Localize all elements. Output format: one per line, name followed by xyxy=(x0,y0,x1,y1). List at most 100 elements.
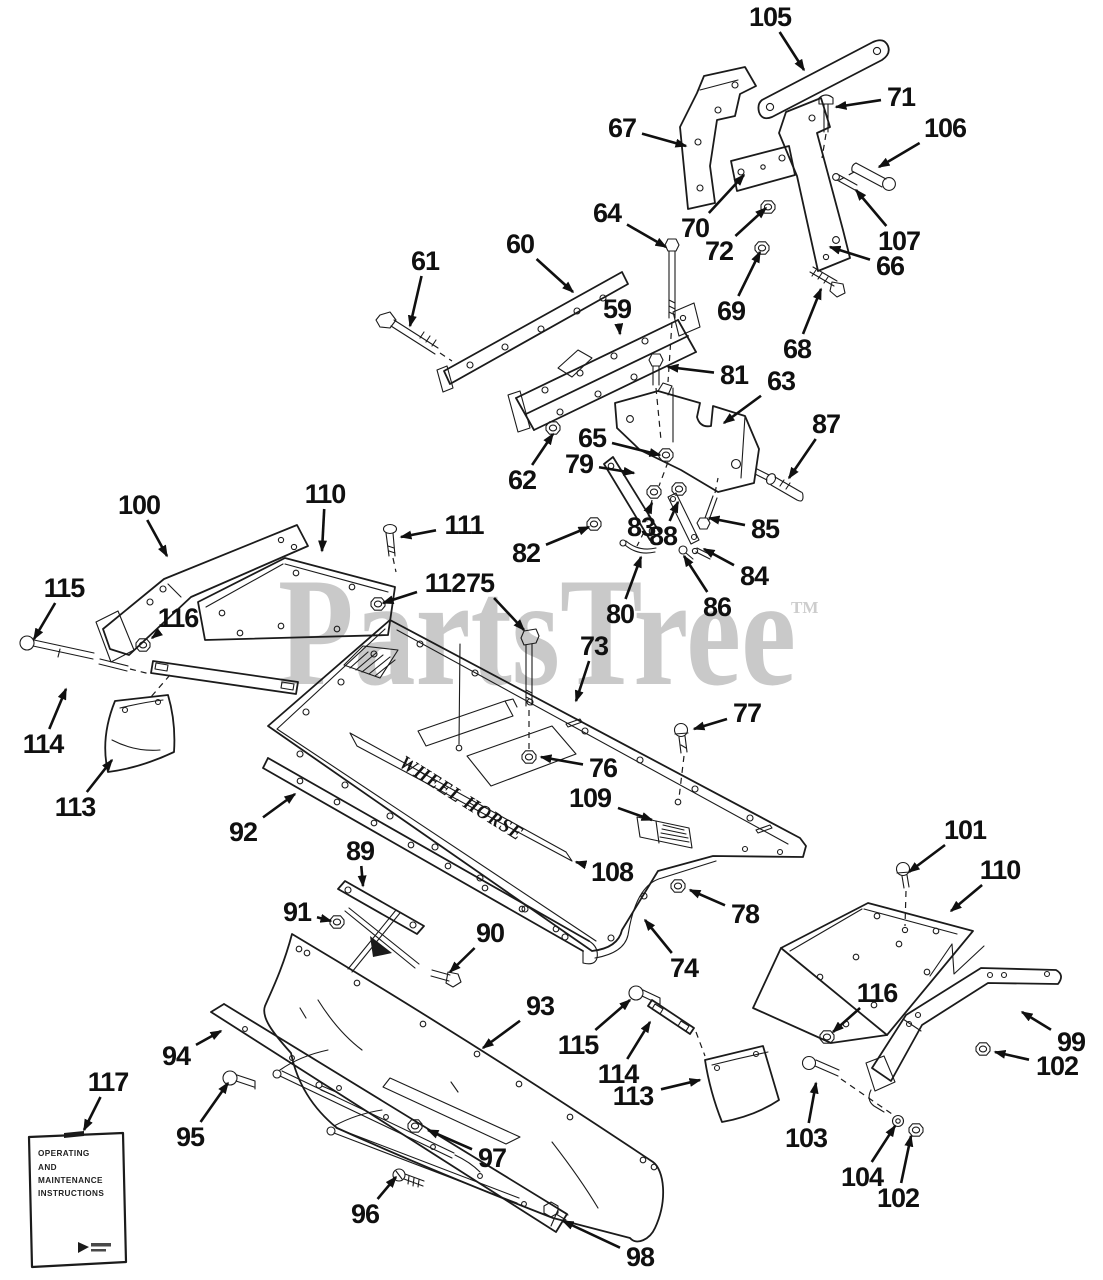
callout-115: 115 xyxy=(558,1030,600,1060)
callout-arrow-65 xyxy=(611,441,662,457)
callout-117: 117 xyxy=(88,1067,129,1097)
callout-99: 99 xyxy=(1057,1027,1086,1057)
part-70-plate xyxy=(730,145,796,192)
callout-arrow-115 xyxy=(594,999,632,1031)
callout-66: 66 xyxy=(876,251,905,281)
callout-arrow-71 xyxy=(834,98,882,110)
booklet-line-2: AND xyxy=(38,1163,57,1172)
part-73-deck xyxy=(267,619,807,959)
callout-79: 79 xyxy=(565,449,594,479)
callout-arrow-108 xyxy=(574,860,588,870)
callout-85: 85 xyxy=(751,514,780,544)
callout-114: 114 xyxy=(598,1059,640,1089)
callout-88: 88 xyxy=(649,521,678,551)
booklet-line-3: MAINTENANCE xyxy=(38,1176,103,1185)
watermark: PartsTree TM xyxy=(278,546,818,718)
callout-73: 73 xyxy=(580,631,609,661)
callout-77: 77 xyxy=(733,698,761,728)
callout-80: 80 xyxy=(606,599,634,629)
callout-63: 63 xyxy=(767,366,796,396)
part-83-nut xyxy=(646,485,662,499)
callout-arrow-91 xyxy=(316,913,333,923)
callout-84: 84 xyxy=(740,561,769,591)
callout-arrow-107 xyxy=(855,188,888,227)
callout-91: 91 xyxy=(283,897,312,927)
callout-75: 75 xyxy=(466,568,495,598)
part-114-link-bottom xyxy=(647,999,706,1057)
callout-arrow-101 xyxy=(907,843,946,874)
part-110-plate-right xyxy=(752,902,985,1044)
callout-arrow-115 xyxy=(32,602,57,641)
callout-arrow-110 xyxy=(318,508,328,553)
part-78-nut xyxy=(670,879,686,893)
callout-arrow-88 xyxy=(668,500,680,522)
callout-arrow-81 xyxy=(666,363,715,374)
callout-arrow-105 xyxy=(778,31,806,72)
callout-arrow-84 xyxy=(702,547,735,567)
part-76-nut xyxy=(521,750,537,764)
callout-arrow-75 xyxy=(493,597,526,632)
callout-arrow-93 xyxy=(481,1019,521,1050)
callout-arrow-100 xyxy=(146,519,169,558)
callout-86: 86 xyxy=(703,592,732,622)
booklet-logo-icon xyxy=(78,1242,89,1253)
callout-arrow-113 xyxy=(660,1078,702,1091)
part-98-bolt xyxy=(543,1201,569,1221)
callout-arrow-102 xyxy=(993,1049,1030,1061)
part-97-rods xyxy=(272,1049,521,1204)
callout-arrow-92 xyxy=(262,792,297,819)
part-100-bracket xyxy=(95,524,309,663)
part-90-bolt xyxy=(430,969,462,988)
part-99-bracket xyxy=(865,967,1062,1113)
callout-70: 70 xyxy=(681,213,709,243)
callout-arrow-102 xyxy=(899,1134,914,1184)
part-113-flap-left xyxy=(104,694,176,773)
callout-116: 116 xyxy=(158,603,200,633)
callout-arrow-103 xyxy=(807,1081,819,1124)
callout-arrow-95 xyxy=(199,1081,230,1123)
part-73-decal-left xyxy=(343,645,399,679)
callout-110: 110 xyxy=(980,855,1021,885)
part-95-pin xyxy=(222,1070,256,1090)
part-115-pin-left xyxy=(19,635,151,675)
part-96-screw xyxy=(392,1168,425,1188)
callout-arrow-77 xyxy=(692,717,728,731)
callout-arrow-79 xyxy=(598,465,636,476)
callout-61: 61 xyxy=(411,246,440,276)
callout-83: 83 xyxy=(627,512,656,542)
part-87-pin xyxy=(754,468,804,502)
callout-68: 68 xyxy=(783,334,812,364)
part-62-nut xyxy=(545,421,561,435)
part-67-bracket-plate xyxy=(679,66,757,210)
callout-arrow-68 xyxy=(801,287,823,335)
callout-arrow-96 xyxy=(376,1175,397,1200)
callout-110: 110 xyxy=(305,479,346,509)
part-105-strap xyxy=(757,39,890,120)
callout-109: 109 xyxy=(569,783,612,813)
callout-69: 69 xyxy=(717,296,746,326)
callout-arrow-87 xyxy=(787,438,817,480)
callout-arrow-104 xyxy=(870,1124,897,1163)
callout-62: 62 xyxy=(508,465,536,495)
callout-arrow-76 xyxy=(539,754,584,766)
callout-115: 115 xyxy=(44,573,86,603)
part-102-nut-bottom xyxy=(908,1123,924,1137)
callout-74: 74 xyxy=(670,953,699,983)
callout-67: 67 xyxy=(608,113,636,143)
callout-arrow-82 xyxy=(545,525,591,546)
callout-95: 95 xyxy=(176,1122,205,1152)
callout-arrow-99 xyxy=(1020,1010,1052,1031)
callout-arrow-110 xyxy=(949,884,983,912)
part-104-washer xyxy=(891,1114,905,1128)
part-103-pin xyxy=(801,1055,893,1115)
part-110-plate-left xyxy=(197,557,396,641)
part-69-nut xyxy=(754,241,770,255)
callout-arrow-83 xyxy=(643,501,654,515)
callout-116: 116 xyxy=(857,978,899,1008)
callout-arrow-80 xyxy=(624,555,643,600)
callout-97: 97 xyxy=(478,1143,506,1173)
callout-arrow-111 xyxy=(399,529,437,540)
part-60-bar xyxy=(436,271,629,393)
part-108-strip xyxy=(349,732,573,862)
